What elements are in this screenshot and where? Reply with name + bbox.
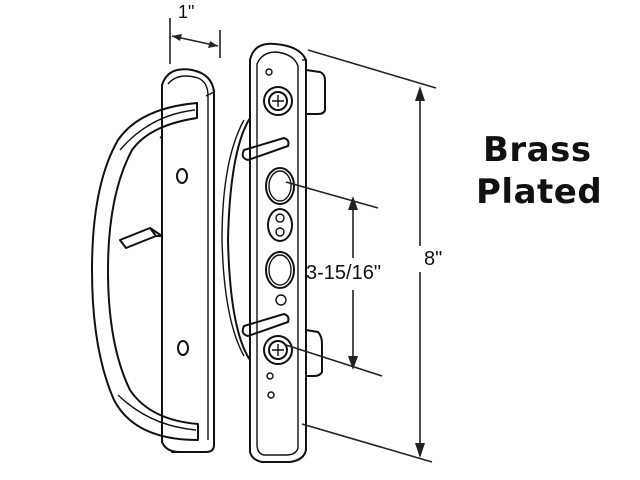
exterior-handle — [91, 68, 215, 453]
overall-length-dimension — [301, 49, 437, 463]
hole-spacing-label: 3-15/16" — [306, 262, 381, 284]
hole-spacing-dimension — [285, 181, 383, 377]
thickness-label: 1" — [178, 2, 195, 22]
interior-mounting-plate — [221, 42, 326, 463]
thickness-dimension — [169, 18, 221, 64]
overall-length-label: 8" — [424, 248, 443, 270]
finish-label-line2: Plated — [476, 172, 603, 212]
finish-label-line1: Brass — [483, 130, 592, 170]
